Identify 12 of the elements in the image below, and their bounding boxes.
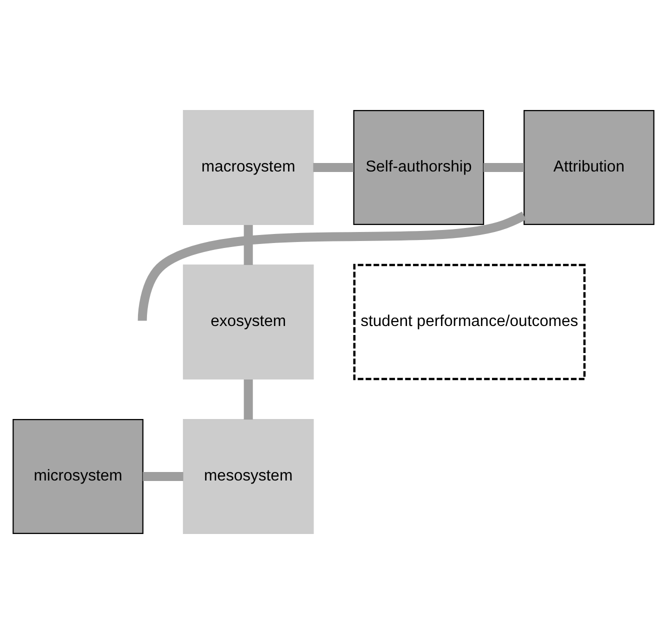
node-box: student performance/outcomes bbox=[353, 264, 586, 380]
connector bbox=[244, 379, 253, 420]
connector bbox=[313, 162, 354, 172]
node-box: Self-authorship bbox=[353, 110, 484, 225]
connector bbox=[142, 472, 184, 482]
node-box: microsystem bbox=[12, 419, 144, 534]
node-box: exosystem bbox=[182, 264, 314, 380]
node-box: macrosystem bbox=[182, 110, 314, 225]
connector bbox=[138, 212, 526, 321]
node-box: mesosystem bbox=[182, 419, 314, 534]
node-box: Attribution bbox=[524, 110, 654, 225]
connector bbox=[484, 162, 524, 172]
